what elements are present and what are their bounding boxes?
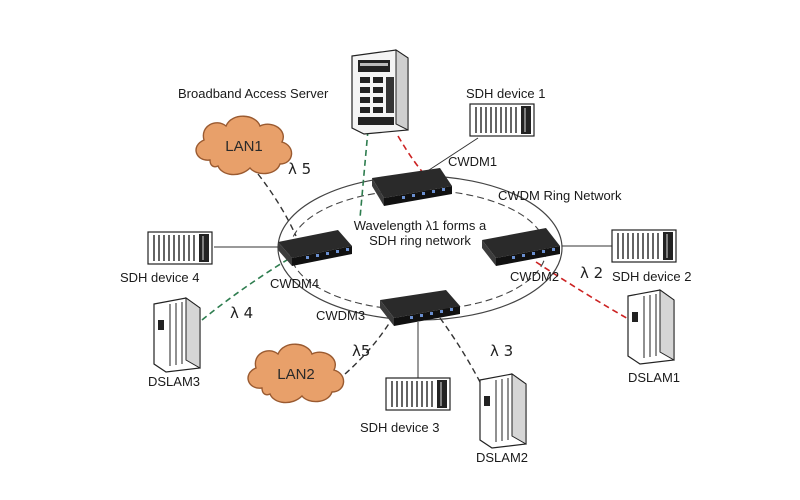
sdh-device-3-icon [385, 377, 451, 411]
label-lambda3: λ 3 [490, 342, 513, 360]
link-dslam3-cwdm4-green [201, 251, 301, 321]
link-cwdm2-dslam1-red [535, 261, 631, 321]
label-sdh2: SDH device 2 [612, 269, 691, 284]
dslam1-icon [627, 289, 675, 365]
label-dslam1: DSLAM1 [628, 370, 680, 385]
label-lambda2: λ 2 [580, 264, 603, 282]
sdh-device-1-icon [469, 103, 535, 137]
lan2-cloud-icon [247, 343, 345, 404]
label-lambda5-bottom: λ5 [352, 342, 370, 360]
link-cwdm3-dslam2 [439, 317, 481, 383]
cwdm2-device-icon [482, 228, 560, 266]
label-lan2: LAN2 [277, 366, 315, 383]
label-wavelength-line2: SDH ring network [369, 233, 471, 248]
cwdm3-device-icon [380, 290, 460, 326]
label-dslam2: DSLAM2 [476, 450, 528, 465]
server-icon [351, 49, 409, 135]
label-lambda4: λ 4 [230, 304, 253, 322]
label-cwdm2: CWDM2 [510, 269, 559, 284]
label-cwdm3: CWDM3 [316, 308, 365, 323]
label-lambda5-top: λ 5 [288, 160, 311, 178]
sdh-device-4-icon [147, 231, 213, 265]
label-bas: Broadband Access Server [178, 86, 329, 101]
label-sdh1: SDH device 1 [466, 86, 545, 101]
link-bas-cwdm1-red [397, 135, 429, 179]
link-bas-cwdm-green [359, 129, 369, 219]
cwdm1-device-icon [372, 168, 452, 206]
label-sdh4: SDH device 4 [120, 270, 199, 285]
dslam2-icon [479, 373, 527, 449]
label-dslam3: DSLAM3 [148, 374, 200, 389]
label-cwdm4: CWDM4 [270, 276, 319, 291]
cwdm4-device-icon [278, 230, 352, 266]
sdh-device-2-icon [611, 229, 677, 263]
label-lan1: LAN1 [225, 138, 263, 155]
link-sdh1-cwdm1 [425, 137, 479, 173]
label-sdh3: SDH device 3 [360, 420, 439, 435]
link-lan2-cwdm3 [344, 321, 391, 375]
link-lan1-cwdm4 [257, 173, 297, 237]
label-cwdm1: CWDM1 [448, 154, 497, 169]
dslam3-icon [153, 297, 201, 373]
label-wavelength-line1: Wavelength λ1 forms a [354, 218, 487, 233]
label-ring: CWDM Ring Network [498, 188, 622, 203]
lan1-cloud-icon [195, 115, 293, 176]
